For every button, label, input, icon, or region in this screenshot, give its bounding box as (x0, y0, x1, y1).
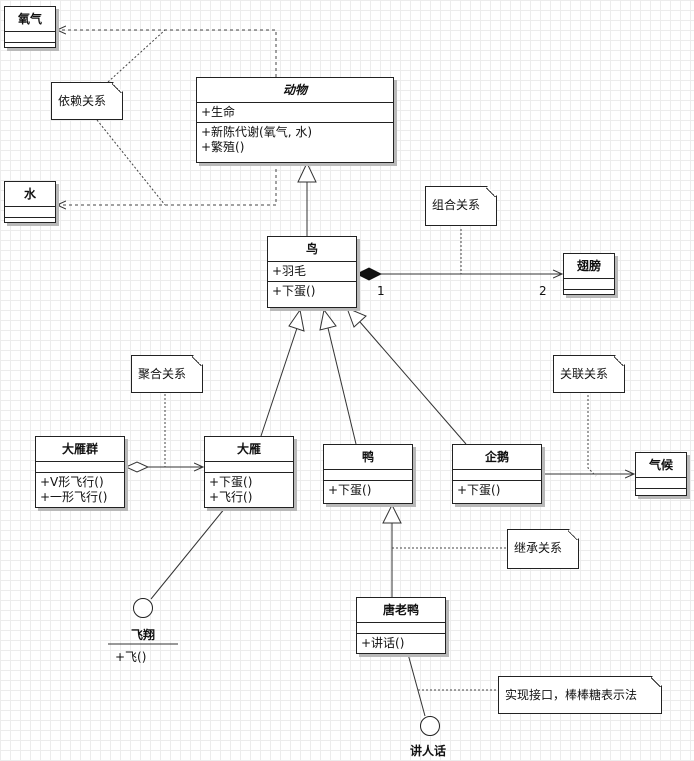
class-oxygen[interactable]: 氧气 (4, 6, 56, 48)
class-climate-name: 气候 (636, 453, 686, 478)
note-anchor-dependency-bottom (96, 119, 166, 206)
note-anchor-dependency-top (107, 29, 166, 83)
class-bird[interactable]: 鸟 +羽毛 +下蛋() (267, 236, 357, 308)
class-animal-operations: +新陈代谢(氧气, 水) +繁殖() (197, 123, 393, 157)
interface-speak-name: 讲人话 (410, 744, 447, 758)
class-goose-name: 大雁 (205, 437, 293, 462)
note-composition[interactable]: 组合关系 (425, 186, 497, 226)
class-water[interactable]: 水 (4, 181, 56, 223)
operation: +下蛋() (328, 483, 372, 497)
class-animal-attributes: +生命 (197, 103, 393, 123)
note-association-text: 关联关系 (560, 367, 609, 381)
class-bird-name: 鸟 (268, 237, 356, 262)
note-inheritance[interactable]: 继承关系 (507, 529, 579, 569)
class-animal[interactable]: 动物 +生命 +新陈代谢(氧气, 水) +繁殖() (196, 77, 394, 163)
generalization-triangle-animal (297, 161, 317, 183)
class-penguin[interactable]: 企鹅 +下蛋() (452, 444, 542, 504)
generalization-triangle-tangduck (382, 503, 402, 524)
operation: +下蛋() (272, 284, 316, 298)
class-tang-duck[interactable]: 唐老鸭 +讲话() (356, 597, 446, 654)
interface-fly-name: 飞翔 (131, 628, 156, 642)
dependency-line-oxygen (57, 30, 277, 77)
class-goose-flock-operations: +V形飞行() +一形飞行() (36, 473, 124, 507)
generalization-triangle-duck (319, 308, 337, 331)
class-climate[interactable]: 气候 (635, 452, 687, 496)
generalization-penguin-bird (359, 321, 467, 445)
class-duck-operations: +下蛋() (324, 481, 412, 500)
class-goose[interactable]: 大雁 +下蛋() +飞行() (204, 436, 294, 508)
dependency-line-water (57, 163, 277, 205)
multiplicity-wing: 2 (539, 284, 547, 298)
class-wing-name: 翅膀 (564, 254, 614, 279)
class-wing[interactable]: 翅膀 (563, 253, 615, 295)
interface-speak-circle[interactable] (420, 716, 440, 736)
aggregation-diamond (124, 461, 150, 473)
interface-fly-operation: +飞() (115, 650, 147, 664)
operation: +飞行() (209, 490, 253, 504)
class-penguin-operations: +下蛋() (453, 481, 541, 500)
operation: +下蛋() (457, 483, 501, 497)
interface-fly-circle[interactable] (133, 598, 153, 618)
class-bird-operations: +下蛋() (268, 282, 356, 301)
class-tang-duck-operations: +讲话() (357, 634, 445, 653)
class-penguin-name: 企鹅 (453, 445, 541, 470)
composition-diamond (355, 267, 383, 281)
attribute: +羽毛 (272, 264, 307, 278)
note-inheritance-text: 继承关系 (514, 541, 563, 555)
class-animal-name: 动物 (197, 78, 393, 103)
class-oxygen-name: 氧气 (5, 7, 55, 32)
note-dependency[interactable]: 依赖关系 (51, 82, 123, 120)
class-duck-name: 鸭 (324, 445, 412, 470)
class-water-name: 水 (5, 182, 55, 207)
class-bird-attributes: +羽毛 (268, 262, 356, 282)
class-goose-flock-name: 大雁群 (36, 437, 124, 462)
multiplicity-bird: 1 (377, 284, 385, 298)
generalization-triangle-penguin (346, 307, 367, 328)
note-composition-text: 组合关系 (432, 198, 481, 212)
note-dependency-text: 依赖关系 (58, 94, 107, 108)
operation: +下蛋() (209, 475, 253, 489)
class-duck[interactable]: 鸭 +下蛋() (323, 444, 413, 504)
note-association[interactable]: 关联关系 (553, 355, 625, 393)
generalization-duck-bird (327, 327, 357, 445)
class-tang-duck-name: 唐老鸭 (357, 598, 445, 623)
attribute: +生命 (201, 105, 236, 119)
note-realization-text: 实现接口，棒棒糖表示法 (505, 688, 638, 702)
operation: +一形飞行() (40, 490, 108, 504)
note-realization[interactable]: 实现接口，棒棒糖表示法 (498, 676, 662, 714)
lollipop-line-speak (407, 653, 426, 717)
operation: +新陈代谢(氧气, 水) (201, 125, 313, 139)
class-goose-operations: +下蛋() +飞行() (205, 473, 293, 507)
lollipop-line-fly (150, 507, 226, 600)
operation: +繁殖() (201, 140, 245, 154)
operation: +V形飞行() (40, 475, 104, 489)
class-goose-flock[interactable]: 大雁群 +V形飞行() +一形飞行() (35, 436, 125, 508)
note-anchor-association (587, 395, 597, 477)
note-aggregation[interactable]: 聚合关系 (131, 355, 203, 393)
generalization-triangle-goose (288, 308, 305, 332)
generalization-goose-bird (260, 327, 298, 437)
operation: +讲话() (361, 636, 405, 650)
note-aggregation-text: 聚合关系 (138, 367, 187, 381)
